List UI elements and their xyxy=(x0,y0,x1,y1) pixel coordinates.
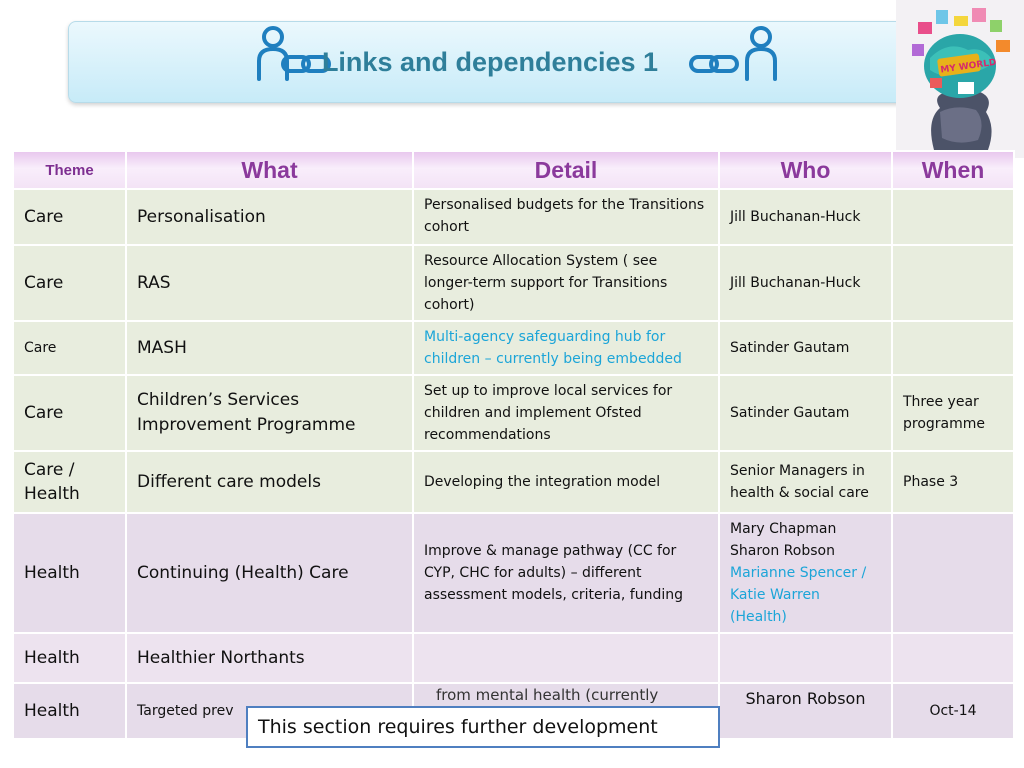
cell-who: Satinder Gautam xyxy=(718,320,893,376)
cell-when: Phase 3 xyxy=(891,450,1015,514)
cell-theme: Care xyxy=(12,320,127,376)
who-name: Mary Chapman xyxy=(730,521,837,537)
cell-theme: Health xyxy=(12,512,127,634)
cell-detail: Multi-agency safeguarding hub for childr… xyxy=(412,320,720,376)
person-link-icon xyxy=(257,26,331,81)
cell-theme: Care xyxy=(12,244,127,322)
cell-when xyxy=(891,188,1015,246)
cell-detail: Developing the integration model xyxy=(412,450,720,514)
cell-who xyxy=(718,632,893,684)
title-banner: Links and dependencies 1 xyxy=(68,21,912,103)
cell-who: Jill Buchanan-Huck xyxy=(718,188,893,246)
cell-theme: Care / Health xyxy=(12,450,127,514)
obscured-detail-text: from mental health (currently xyxy=(436,686,659,704)
development-note: This section requires further developmen… xyxy=(246,706,720,748)
cell-detail: Set up to improve local services for chi… xyxy=(412,374,720,452)
header-detail: Detail xyxy=(412,150,720,190)
sculpture-illustration: MY WORLD xyxy=(896,0,1024,158)
cell-what: Healthier Northants xyxy=(125,632,414,684)
person-link-icon xyxy=(689,26,777,81)
cell-who: Senior Managers in health & social care xyxy=(718,450,893,514)
cell-what: Children’s Services Improvement Programm… xyxy=(125,374,414,452)
header-who: Who xyxy=(718,150,893,190)
header-what: What xyxy=(125,150,414,190)
cell-what: Personalisation xyxy=(125,188,414,246)
cell-when xyxy=(891,244,1015,322)
table-row: Health Continuing (Health) Care Improve … xyxy=(12,512,1015,634)
table-header-row: Theme What Detail Who When xyxy=(12,150,1015,190)
links-dependencies-table: Theme What Detail Who When Care Personal… xyxy=(12,150,1015,740)
cell-when xyxy=(891,632,1015,684)
cell-who: Satinder Gautam xyxy=(718,374,893,452)
cell-what: Different care models xyxy=(125,450,414,514)
cell-what: Continuing (Health) Care xyxy=(125,512,414,634)
cell-detail: Personalised budgets for the Transitions… xyxy=(412,188,720,246)
cell-theme: Health xyxy=(12,632,127,684)
table-row: Care / Health Different care models Deve… xyxy=(12,450,1015,514)
header-theme: Theme xyxy=(12,150,127,190)
table-row: Care RAS Resource Allocation System ( se… xyxy=(12,244,1015,322)
who-name: Sharon Robson xyxy=(730,543,835,559)
cell-when: Oct-14 xyxy=(891,682,1015,740)
cell-when: Three year programme xyxy=(891,374,1015,452)
cell-when xyxy=(891,320,1015,376)
cell-what: RAS xyxy=(125,244,414,322)
table-row: Care Children’s Services Improvement Pro… xyxy=(12,374,1015,452)
table-row: Health Healthier Northants xyxy=(12,632,1015,684)
cell-detail: Resource Allocation System ( see longer-… xyxy=(412,244,720,322)
table-row: Care Personalisation Personalised budget… xyxy=(12,188,1015,246)
cell-who: Mary Chapman Sharon Robson Marianne Spen… xyxy=(718,512,893,634)
page-title: Links and dependencies 1 xyxy=(321,46,659,77)
header-when: When xyxy=(891,150,1015,190)
cell-theme: Health xyxy=(12,682,127,740)
who-name-health: Marianne Spencer / Katie Warren (Health) xyxy=(730,565,867,625)
cell-theme: Care xyxy=(12,188,127,246)
table-row: Care MASH Multi-agency safeguarding hub … xyxy=(12,320,1015,376)
cell-theme: Care xyxy=(12,374,127,452)
cell-detail: Improve & manage pathway (CC for CYP, CH… xyxy=(412,512,720,634)
my-world-sculpture-image: MY WORLD xyxy=(896,0,1024,158)
cell-detail xyxy=(412,632,720,684)
cell-who: Jill Buchanan-Huck xyxy=(718,244,893,322)
cell-what: MASH xyxy=(125,320,414,376)
cell-when xyxy=(891,512,1015,634)
cell-who: Sharon Robson xyxy=(718,682,893,740)
